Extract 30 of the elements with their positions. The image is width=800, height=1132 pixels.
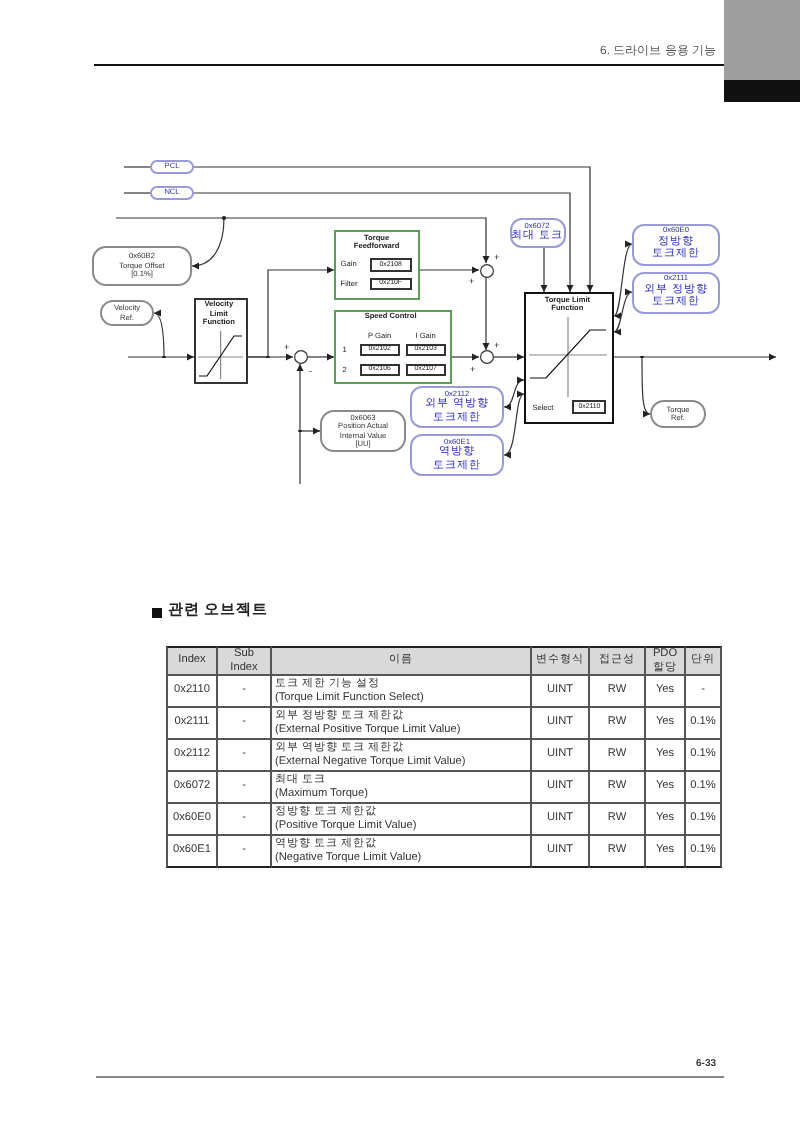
signal-line (123, 192, 151, 194)
leader-line (191, 217, 225, 270)
leader-line (613, 243, 633, 317)
control-block (334, 230, 420, 300)
arrow (482, 276, 490, 351)
control-block (334, 310, 452, 384)
arrow (613, 353, 777, 361)
arrow (419, 266, 480, 274)
arrow (492, 353, 525, 361)
leader-line (503, 377, 525, 410)
leader-line (641, 356, 651, 416)
arrow (127, 353, 195, 361)
leader-line (503, 393, 525, 456)
arrow (540, 247, 548, 293)
leader-line (299, 427, 321, 435)
leader-line (153, 311, 165, 358)
function-block (524, 292, 614, 424)
arrow (115, 217, 490, 264)
arrow (193, 166, 594, 293)
leader-line (613, 290, 633, 333)
function-block (194, 298, 248, 384)
summing-junction (479, 263, 493, 277)
arrow (296, 363, 304, 485)
arrow (247, 266, 335, 358)
arrow (306, 353, 335, 361)
summing-junction (293, 350, 307, 364)
arrow (451, 353, 480, 361)
arrow (193, 192, 574, 293)
signal-line (123, 166, 151, 168)
summing-junction (479, 350, 493, 364)
